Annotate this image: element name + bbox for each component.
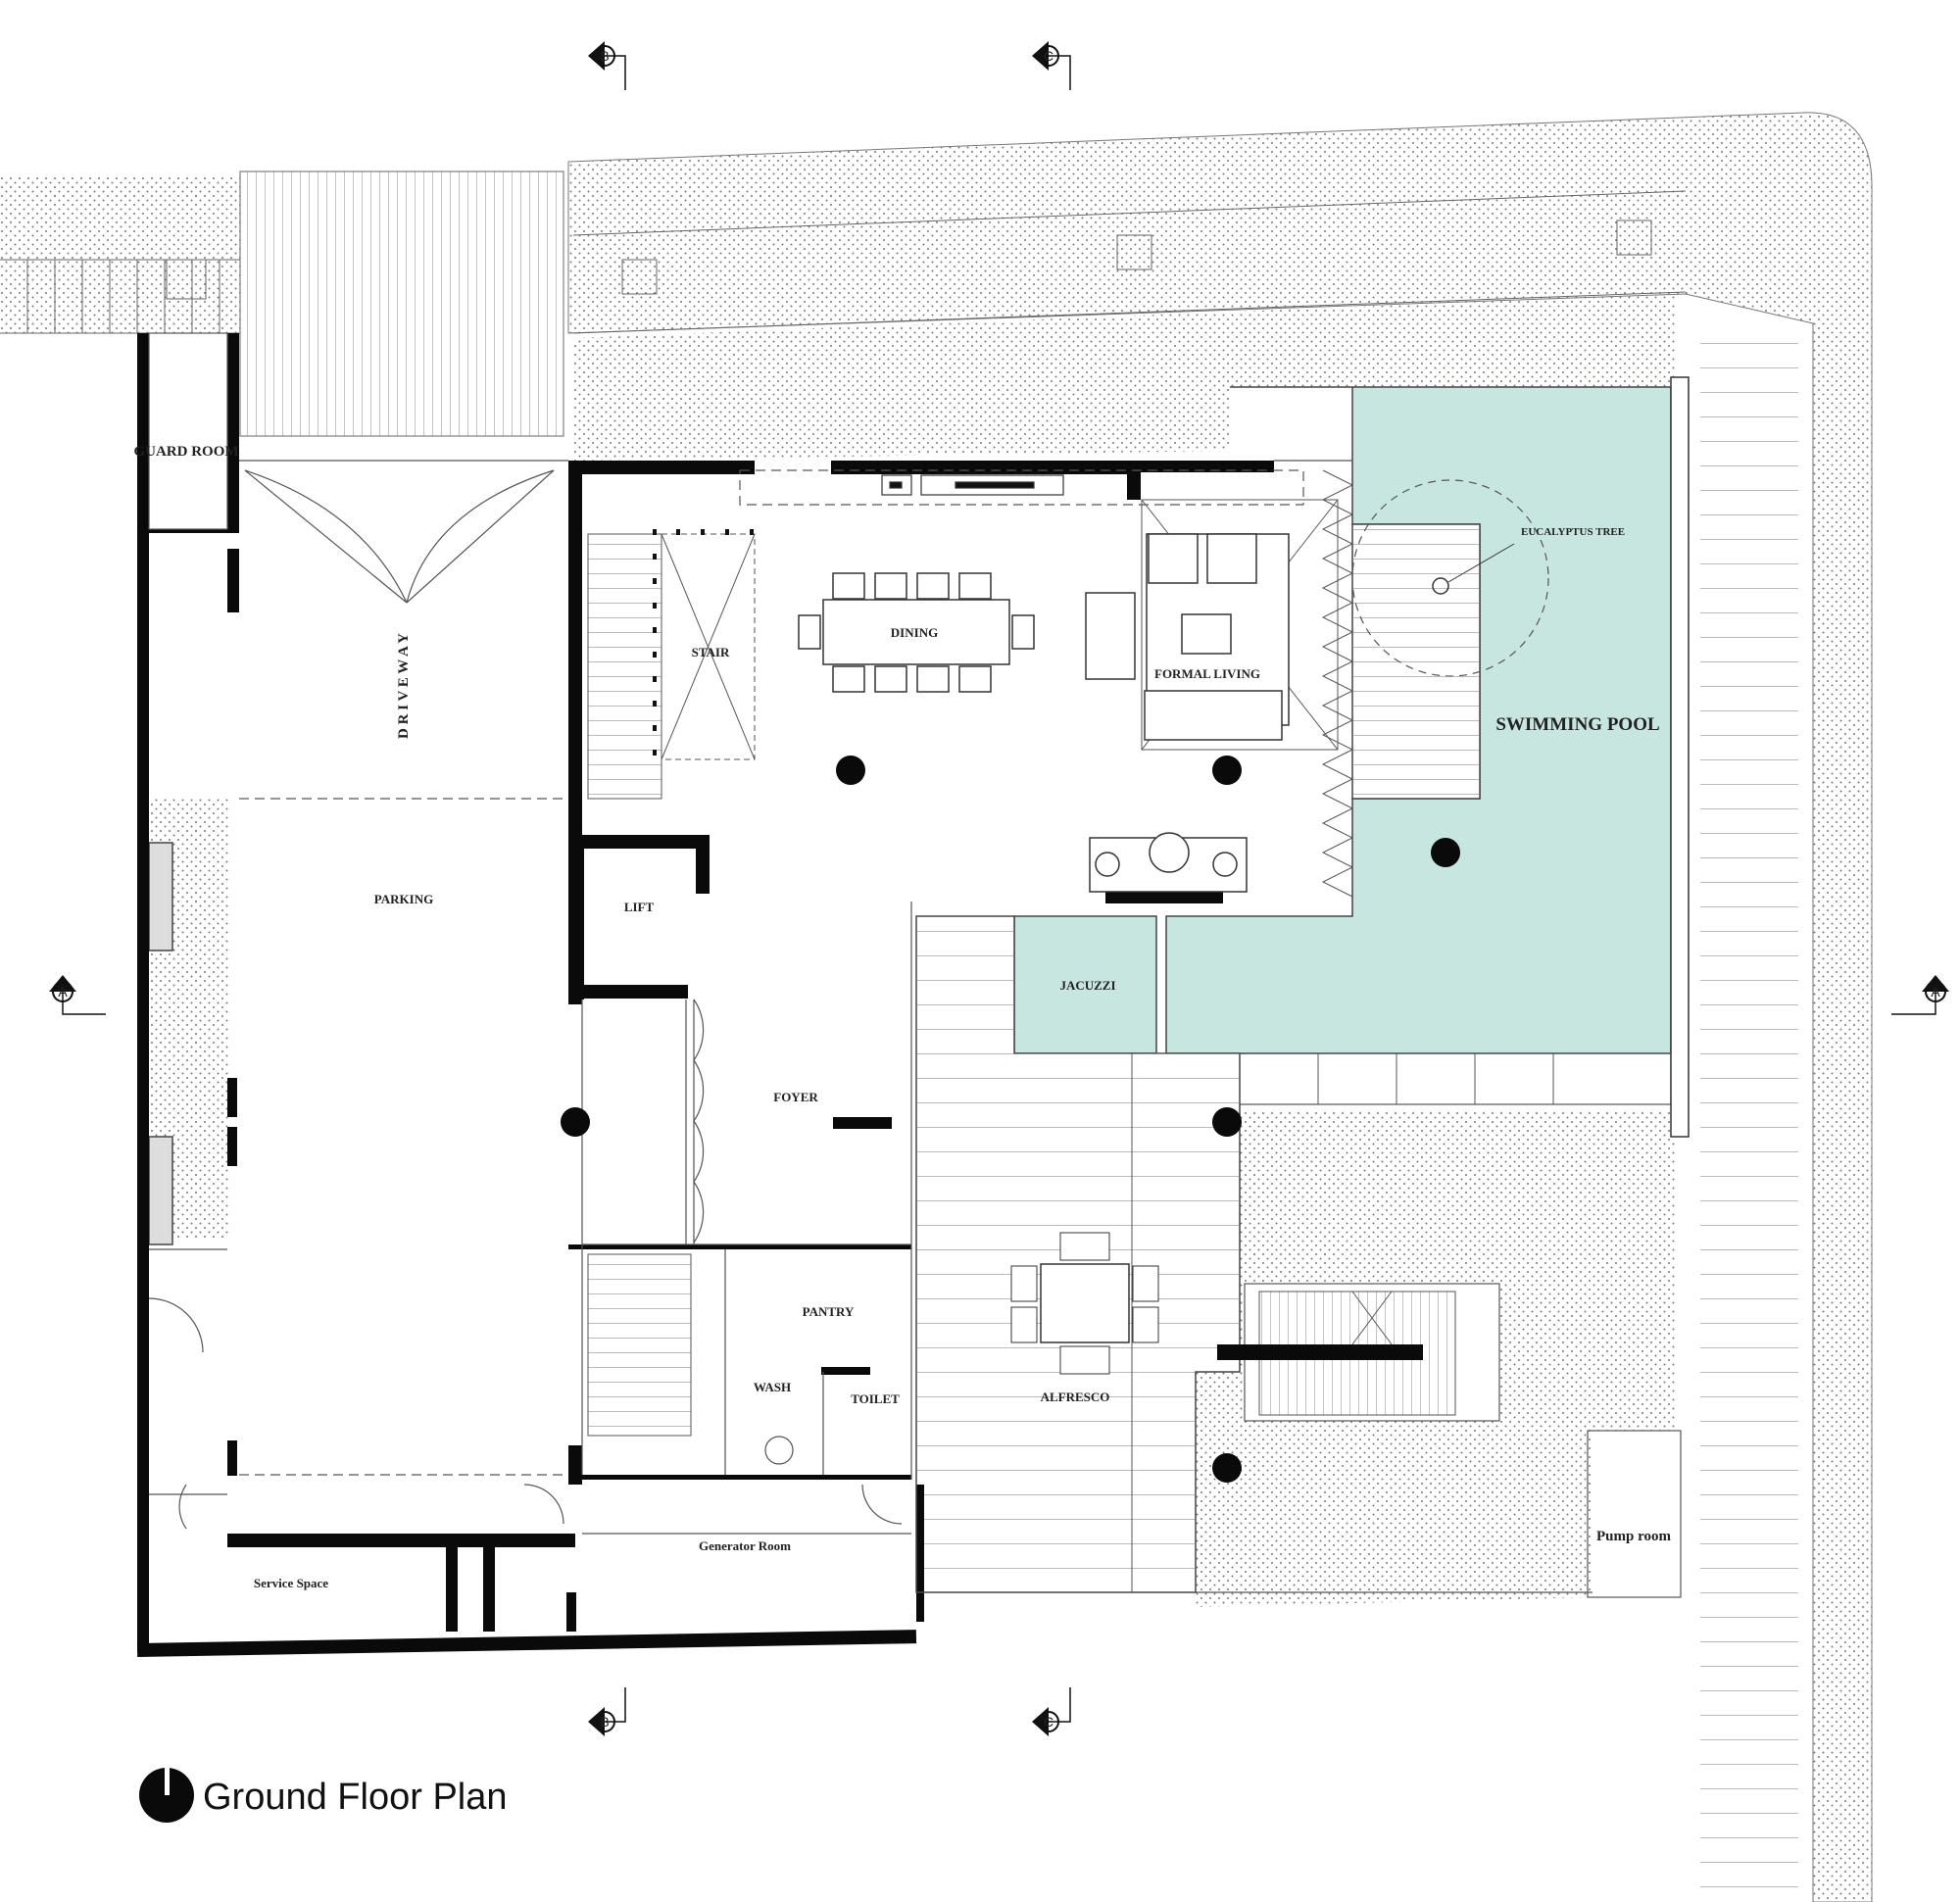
section-marker-a-left: A — [49, 975, 106, 1015]
pump-room-label: Pump room — [1596, 1529, 1671, 1544]
svg-text:B: B — [600, 1714, 609, 1730]
svg-text:A: A — [58, 984, 68, 1000]
eucalyptus-tree-canopy — [1351, 479, 1549, 677]
partitions — [148, 332, 1682, 1598]
plan-title-text: Ground Floor Plan — [203, 1777, 508, 1818]
alfresco-deck — [915, 915, 1241, 1593]
alfresco-label: ALFRESCO — [1041, 1390, 1110, 1404]
street-paving-tiles — [0, 190, 1687, 334]
service-space-label: Service Space — [254, 1576, 328, 1590]
section-marker-b-bottom: B — [588, 1687, 626, 1736]
foyer-label: FOYER — [773, 1090, 818, 1104]
svg-text:A: A — [1931, 984, 1940, 1000]
wash-label: WASH — [754, 1380, 791, 1394]
site-surroundings — [0, 112, 1873, 1902]
swimming-pool-label: SWIMMING POOL — [1495, 714, 1659, 735]
formal-living-label: FORMAL LIVING — [1154, 666, 1260, 681]
jacuzzi-label: JACUZZI — [1059, 978, 1115, 993]
dining-label: DINING — [891, 625, 938, 640]
generator-room-label: Generator Room — [699, 1538, 791, 1553]
section-marker-a-right: A — [1891, 975, 1949, 1015]
svg-text:C: C — [1044, 1714, 1054, 1730]
pantry-label: PANTRY — [803, 1304, 855, 1319]
plan-title: Ground Floor Plan — [139, 1768, 508, 1823]
parking-label: PARKING — [374, 892, 433, 906]
building-walls — [136, 333, 1274, 1657]
structural-columns — [561, 756, 1460, 1483]
section-marker-c-bottom: C — [1032, 1687, 1071, 1736]
svg-text:C: C — [1044, 48, 1054, 64]
section-marker-c-top: C — [1032, 41, 1071, 90]
foyer-doors — [693, 999, 705, 1244]
formal-living-furniture — [1085, 499, 1339, 893]
room-labels: GUARD ROOM D R I V E W A Y PARKING STAIR… — [133, 444, 1671, 1590]
toilet-label: TOILET — [851, 1391, 900, 1406]
tv-unit — [881, 474, 1064, 496]
tree-trunk-icon — [1432, 577, 1449, 595]
stair-label: STAIR — [692, 645, 730, 659]
external-stair — [1217, 1283, 1500, 1422]
swimming-pool — [1013, 376, 1690, 1138]
dining-table — [798, 572, 1035, 693]
service-stair — [587, 1253, 692, 1437]
folding-doors — [1321, 469, 1354, 898]
jacuzzi-basin — [1013, 915, 1157, 1054]
driveway-label: D R I V E W A Y — [396, 633, 412, 739]
eucalyptus-tree-label: EUCALYPTUS TREE — [1521, 526, 1625, 538]
section-markers: B C B C A — [49, 41, 1949, 1736]
interior-stair — [587, 529, 756, 800]
driveway-gates — [244, 469, 555, 604]
lift-label: LIFT — [624, 900, 655, 914]
guard-room-label: GUARD ROOM — [133, 444, 238, 460]
section-marker-b-top: B — [588, 41, 626, 90]
svg-text:B: B — [600, 48, 609, 64]
doors — [148, 1297, 903, 1530]
alfresco-table — [1040, 1263, 1130, 1343]
